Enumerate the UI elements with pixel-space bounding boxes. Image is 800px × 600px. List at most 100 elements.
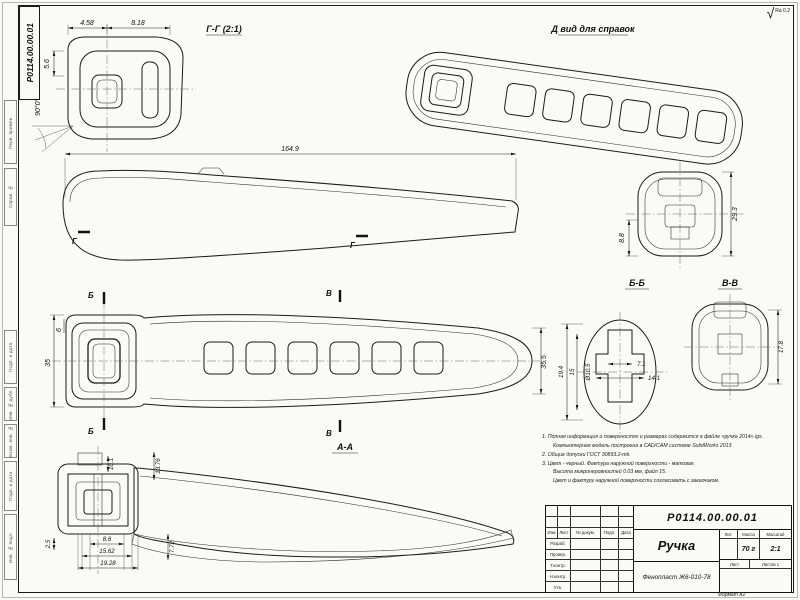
- col-izm: Изм: [546, 527, 558, 538]
- title-block: Изм Лист № докум. Подп. Дата Разраб. Про…: [545, 505, 792, 593]
- dim-7-1: 7.1: [637, 361, 646, 368]
- dim-17-8: 17.8: [778, 340, 785, 353]
- dim-13-76: 13.76: [155, 458, 162, 474]
- sheets-label: Листов 1: [761, 561, 780, 567]
- lit-mass-scale-header: Лит. Масса Масштаб: [720, 530, 791, 539]
- front-cut-letter-1: Г: [72, 237, 78, 246]
- sheet-frame: [18, 5, 794, 593]
- dim-14-1: 14.1: [648, 375, 660, 382]
- view-section-b: Б-Б 19.4 15 Ø10.5 7.1 14.1: [558, 278, 667, 436]
- format-note: Формат А2: [718, 592, 746, 598]
- view-section-a: А-А 10.1 13.76 2.5 8.6 15.62 19: [45, 442, 515, 574]
- sheet-label: Лист: [720, 560, 750, 568]
- margin-label-perv-primen: Перв. примен.: [4, 100, 17, 164]
- note-line: 1. Полная информация о поверхностях и ра…: [542, 434, 764, 440]
- dim-8-8: 8.8: [619, 233, 626, 243]
- view-section-v: В-В 17.8: [684, 278, 785, 400]
- view-d-holes: [504, 82, 728, 144]
- section-a-body: [133, 467, 515, 558]
- section-g-dimensions: 4.58 8.18 5.6 90°0': [34, 20, 171, 116]
- dim-4-58: 4.58: [80, 20, 94, 27]
- dim-8-6: 8.6: [103, 536, 112, 543]
- front-inner-contour: [69, 177, 507, 208]
- material-spec: Фенопласт Ж6-010-78: [642, 573, 711, 581]
- signature-row: Н.контр.: [546, 570, 633, 582]
- note-line: 2. Общие допуски ГОСТ 30893.2-mk.: [542, 451, 631, 458]
- document-number: P0114.00.00.01: [634, 506, 791, 530]
- dim-2-5: 2.5: [45, 539, 52, 549]
- plan-cut-b-bottom: Б: [88, 427, 94, 436]
- section-g-label: Г-Г (2:1): [206, 24, 242, 34]
- plan-cut-v-top: В: [326, 289, 332, 298]
- section-a-left-end: [57, 446, 139, 574]
- section-b-label: Б-Б: [629, 278, 645, 288]
- view-front-profile: 164.9 Г Г: [62, 146, 519, 261]
- plan-cut-v: В В: [326, 289, 342, 438]
- section-a-label: А-А: [336, 442, 353, 452]
- dim-d10-5: Ø10.5: [585, 363, 592, 381]
- view-d-handle-body: [405, 51, 743, 165]
- dim-164-9: 164.9: [281, 146, 299, 153]
- dim-35-5: 35.5: [541, 355, 548, 369]
- front-length-dimension: 164.9: [64, 146, 517, 200]
- dim-29-3: 29.3: [732, 207, 739, 222]
- section-b-centerlines: [577, 312, 667, 436]
- dim-8-18: 8.18: [131, 20, 145, 27]
- part-name: Ручка: [634, 530, 719, 562]
- end-dimensions: 29.3 8.8: [619, 171, 739, 257]
- plan-holes: [203, 341, 444, 375]
- margin-label-vzam-inv: Взам. инв. №: [4, 424, 17, 458]
- dim-6: 6: [56, 328, 63, 332]
- mass-value: 70 г: [738, 539, 760, 559]
- plan-cut-v-bottom: В: [326, 429, 332, 438]
- dim-15-62: 15.62: [99, 548, 115, 555]
- dim-5-6: 5.6: [44, 59, 51, 69]
- view-plan: Б Б В В 35 6 35.5: [45, 289, 548, 438]
- section-a-dimensions: 10.1 13.76 2.5 8.6 15.62 19.28 7.72: [45, 451, 176, 570]
- surface-roughness-mark: √ Ra 0.2: [766, 5, 790, 21]
- section-b-dimensions: 19.4 15 Ø10.5 7.1 14.1: [558, 323, 660, 421]
- dim-35: 35: [45, 359, 52, 367]
- section-a-inner-contour: [139, 475, 503, 537]
- roughness-value: Ra 0.2: [775, 8, 790, 14]
- roughness-check-icon: √: [766, 5, 775, 21]
- col-podp: Подп.: [601, 527, 619, 538]
- view-d-label: Д вид для справок: [550, 24, 635, 34]
- lit-header: Лит.: [720, 530, 738, 538]
- margin-label-inv-dubl: Инв. № дубл.: [4, 387, 17, 421]
- section-g-slot: [141, 61, 159, 119]
- plan-outline: [65, 314, 533, 408]
- view-section-g: 4.58 8.18 5.6 90°0' Г-Г (2:1): [32, 20, 242, 153]
- scale-header: Масштаб: [766, 531, 785, 537]
- plan-cut-b-top: Б: [88, 291, 94, 300]
- corner-document-number: P0114.00.00.01: [19, 6, 40, 100]
- margin-label-podp-data-1: Подп. и дата: [4, 330, 17, 384]
- signature-row: Т.контр.: [546, 559, 633, 571]
- section-a-top-boss: [77, 452, 103, 466]
- view-d-boss: [420, 64, 473, 116]
- signature-row: Провер.: [546, 548, 633, 560]
- sheet-count-row: Лист Листов 1: [720, 560, 791, 569]
- note-line: Компьютерная модель построена в CAD/CAM …: [553, 442, 732, 449]
- signature-header-row: Изм Лист № докум. Подп. Дата: [546, 526, 633, 538]
- dim-19-28: 19.28: [100, 560, 116, 567]
- dim-angle-90: 90°0': [34, 99, 42, 115]
- section-v-dimensions: 17.8: [768, 309, 785, 385]
- col-ndocum: № докум.: [571, 527, 601, 538]
- title-block-signature-section: Изм Лист № докум. Подп. Дата Разраб. Про…: [546, 506, 634, 592]
- margin-label-inv-podl: Инв. № подл.: [4, 514, 17, 580]
- note-line: Цвет и фактуру наружной поверхности согл…: [553, 478, 720, 485]
- lit-mass-scale-values: 70 г 2:1: [720, 539, 791, 560]
- front-outline: [62, 169, 519, 261]
- end-centerlines: [626, 162, 744, 270]
- view-d-reference: Д вид для справок: [405, 24, 743, 165]
- dim-15: 15: [569, 368, 576, 375]
- section-v-centerlines: [684, 294, 776, 400]
- front-cut-marks: Г Г: [72, 230, 368, 250]
- technical-notes: 1. Полная информация о поверхностях и ра…: [542, 433, 792, 486]
- dim-10-1: 10.1: [108, 458, 115, 470]
- front-latch-bump: [197, 167, 225, 175]
- view-end: 29.3 8.8: [619, 162, 744, 270]
- col-data: Дата: [621, 530, 631, 536]
